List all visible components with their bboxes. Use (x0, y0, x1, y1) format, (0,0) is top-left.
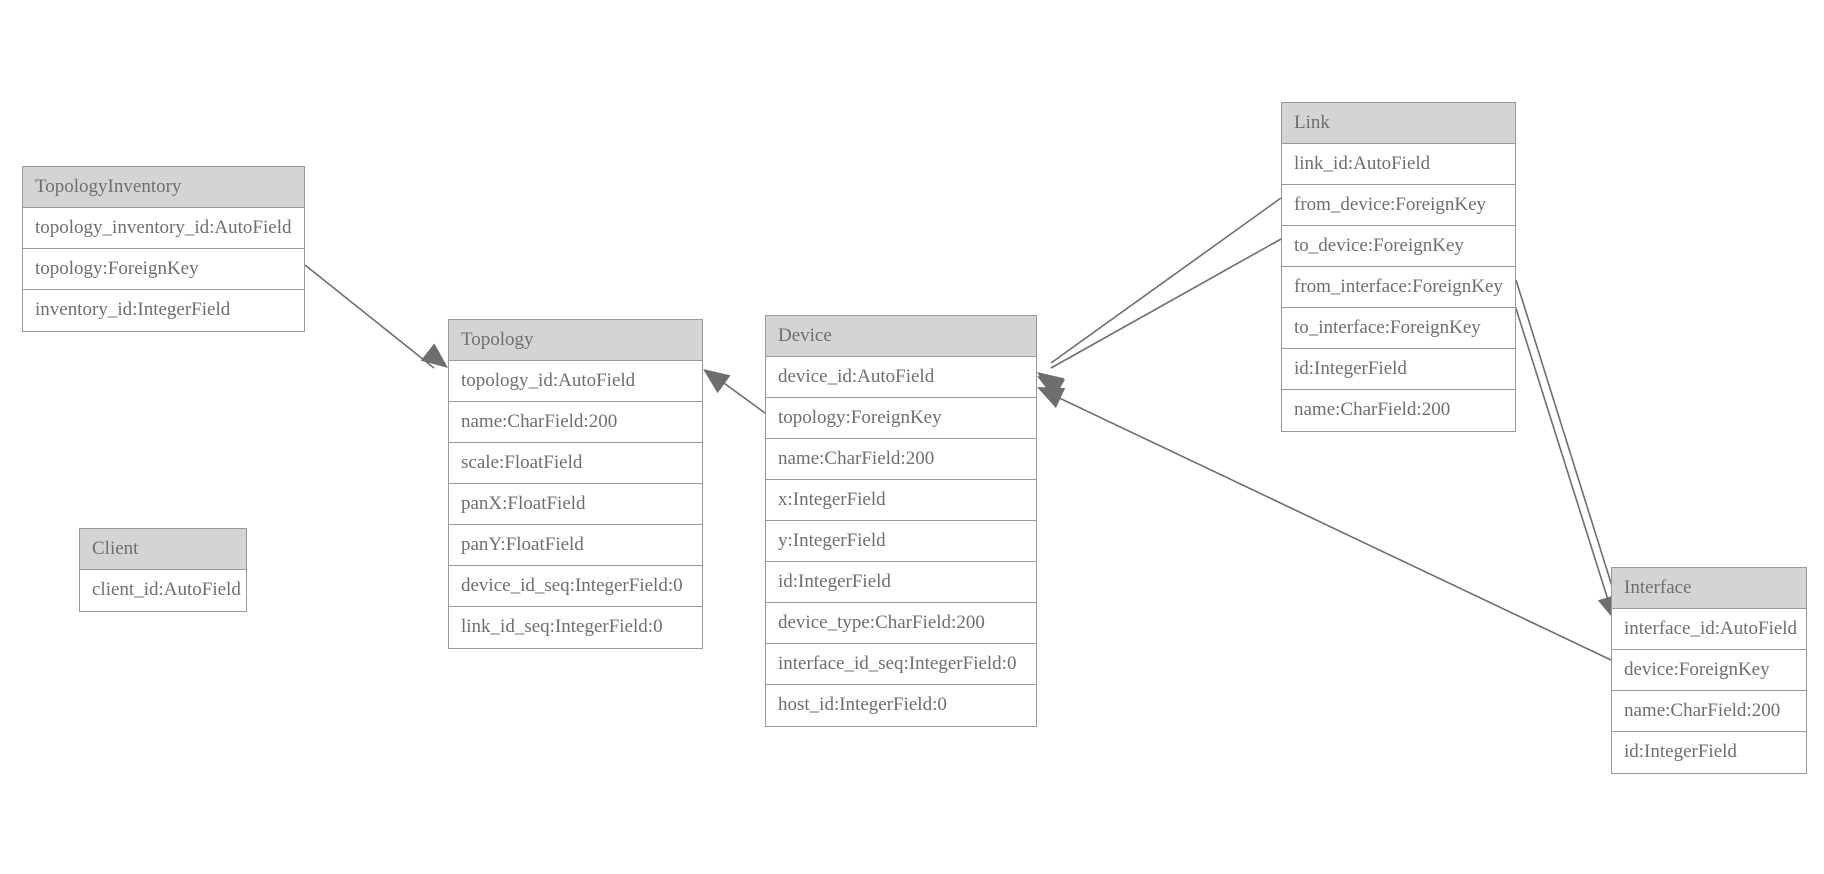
entity-field-device-2: name:CharField:200 (766, 439, 1036, 480)
entity-title-link: Link (1282, 103, 1515, 144)
edge-topology_inventory-to-topology-0 (304, 264, 435, 369)
entity-field-topology-6: link_id_seq:IntegerField:0 (449, 607, 702, 648)
entity-field-topology-2: scale:FloatField (449, 443, 702, 484)
entity-field-topology-3: panX:FloatField (449, 484, 702, 525)
edge-link-to-device-2 (1050, 197, 1282, 364)
entity-field-link-3: from_interface:ForeignKey (1282, 267, 1515, 308)
entity-field-topology-4: panY:FloatField (449, 525, 702, 566)
entity-field-topology-1: name:CharField:200 (449, 402, 702, 443)
arrowhead-interface-to-device-4 (1037, 387, 1066, 408)
entity-field-interface-3: id:IntegerField (1612, 732, 1806, 773)
entity-title-topology_inventory: TopologyInventory (23, 167, 304, 208)
entity-field-device-3: x:IntegerField (766, 480, 1036, 521)
entity-field-interface-2: name:CharField:200 (1612, 691, 1806, 732)
entity-field-client-0: client_id:AutoField (80, 570, 246, 611)
entity-field-interface-0: interface_id:AutoField (1612, 609, 1806, 650)
entity-field-topology_inventory-0: topology_inventory_id:AutoField (23, 208, 304, 249)
entity-field-topology-5: device_id_seq:IntegerField:0 (449, 566, 702, 607)
entity-field-device-5: id:IntegerField (766, 562, 1036, 603)
entity-field-topology-0: topology_id:AutoField (449, 361, 702, 402)
edge-link-to-interface-6 (1506, 279, 1610, 604)
entity-field-device-1: topology:ForeignKey (766, 398, 1036, 439)
edge-link-to-device-3 (1050, 238, 1282, 369)
entity-field-link-6: name:CharField:200 (1282, 390, 1515, 431)
entity-title-interface: Interface (1612, 568, 1806, 609)
entity-title-device: Device (766, 316, 1036, 357)
entity-field-topology_inventory-1: topology:ForeignKey (23, 249, 304, 290)
entity-title-topology: Topology (449, 320, 702, 361)
entity-field-topology_inventory-2: inventory_id:IntegerField (23, 290, 304, 331)
entity-field-device-4: y:IntegerField (766, 521, 1036, 562)
entity-field-device-8: host_id:IntegerField:0 (766, 685, 1036, 726)
entity-field-interface-1: device:ForeignKey (1612, 650, 1806, 691)
entity-title-client: Client (80, 529, 246, 570)
edge-link-to-interface-5 (1515, 279, 1618, 603)
edge-interface-to-device-4 (1052, 394, 1612, 661)
entity-field-device-6: device_type:CharField:200 (766, 603, 1036, 644)
entity-field-device-0: device_id:AutoField (766, 357, 1036, 398)
entity-field-link-5: id:IntegerField (1282, 349, 1515, 390)
entity-field-link-4: to_interface:ForeignKey (1282, 308, 1515, 349)
entity-field-device-7: interface_id_seq:IntegerField:0 (766, 644, 1036, 685)
entity-field-link-1: from_device:ForeignKey (1282, 185, 1515, 226)
entity-field-link-2: to_device:ForeignKey (1282, 226, 1515, 267)
edge-device-to-topology-1 (716, 377, 766, 414)
entity-field-link-0: link_id:AutoField (1282, 144, 1515, 185)
